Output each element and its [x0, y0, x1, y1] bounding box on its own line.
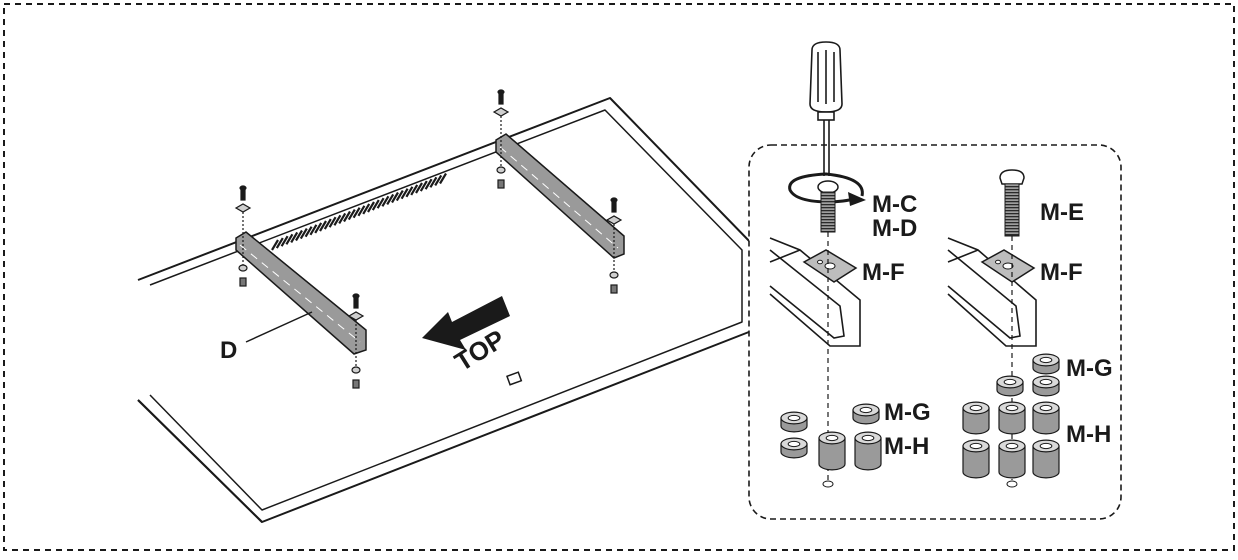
vent-slot	[352, 207, 361, 219]
label-mf-left: M-F	[862, 259, 905, 286]
vent-slot	[285, 233, 294, 245]
vent-slot	[391, 191, 399, 204]
spacer	[818, 431, 846, 471]
hardware-stacks	[234, 89, 623, 389]
vent-slot	[381, 195, 390, 207]
vent-slot	[424, 178, 433, 190]
screwdriver	[809, 41, 843, 176]
label-mh-right: M-H	[1066, 421, 1111, 448]
label-mf-right: M-F	[1040, 259, 1083, 286]
hardware-stack	[492, 89, 510, 189]
label-me: M-E	[1040, 199, 1084, 226]
spacer	[854, 431, 882, 471]
bracket-section-right	[947, 237, 1037, 347]
vent-slot	[415, 182, 423, 194]
spacer	[780, 437, 808, 459]
vent-slot	[376, 197, 385, 209]
vent-slots	[271, 172, 447, 251]
hardware-stack	[347, 293, 365, 389]
vent-slot	[328, 216, 337, 228]
spacer	[780, 411, 808, 433]
bracket-label: D	[220, 337, 237, 364]
spacer	[962, 401, 990, 435]
screw-me	[999, 169, 1025, 237]
rotate-arrowhead	[848, 192, 866, 206]
spacer	[998, 401, 1026, 435]
vent-slot	[295, 229, 303, 242]
label-md: M-D	[872, 215, 917, 242]
vent-slot	[314, 222, 323, 234]
vent-slot	[271, 239, 279, 251]
vent-slot	[410, 184, 419, 196]
bracket-right	[495, 133, 625, 259]
vent-slot	[319, 220, 327, 232]
hardware-stack	[234, 185, 252, 287]
hardware-stack	[605, 197, 623, 294]
label-mh-left: M-H	[884, 433, 929, 460]
vent-slot	[362, 203, 371, 215]
vent-slot	[400, 188, 409, 200]
hole-marker-left	[822, 480, 834, 488]
tv-port	[506, 371, 523, 386]
top-arrow	[422, 296, 510, 350]
vent-slot	[275, 237, 284, 249]
tv-back-panel	[137, 97, 755, 523]
vent-slot	[280, 235, 289, 247]
label-mg-right: M-G	[1066, 355, 1113, 382]
spacer	[1032, 439, 1060, 479]
spacers	[780, 353, 1060, 479]
outer-frame	[3, 3, 1235, 551]
spacer	[996, 375, 1024, 397]
vent-slot	[405, 186, 414, 198]
vent-slot	[434, 174, 443, 186]
vent-slot	[304, 226, 313, 238]
spacer	[852, 403, 880, 425]
washer-plate-right	[980, 249, 1036, 283]
vent-slot	[429, 176, 438, 188]
bracket-section-left	[769, 237, 861, 347]
label-mg-left: M-G	[884, 399, 931, 426]
vent-slot	[439, 172, 447, 185]
vent-slot	[347, 209, 356, 221]
hole-marker-right	[1006, 480, 1018, 488]
vent-slot	[367, 201, 375, 213]
label-mc: M-C	[872, 191, 917, 218]
bracket-leader-line	[245, 311, 313, 343]
spacer	[1032, 375, 1060, 397]
vent-slot	[323, 218, 332, 230]
spacer	[1032, 401, 1060, 435]
vent-slot	[290, 231, 299, 243]
spacer	[962, 439, 990, 479]
vent-slot	[338, 212, 347, 224]
vent-slot	[371, 199, 380, 211]
vent-slot	[299, 228, 308, 240]
washer-plate-left	[802, 249, 858, 283]
detail-frame	[748, 144, 1122, 520]
rotate-arrow-icon	[788, 172, 864, 204]
vent-slot	[309, 224, 318, 236]
vent-slot	[395, 190, 404, 202]
vent-slot	[333, 214, 342, 226]
vent-slot	[386, 193, 395, 205]
spacer	[1032, 353, 1060, 375]
vent-slot	[343, 210, 351, 223]
bracket-left	[235, 231, 367, 355]
spacer	[998, 439, 1026, 479]
screw-mc	[817, 180, 839, 233]
vent-slot	[357, 205, 366, 217]
vent-slot	[419, 180, 428, 192]
